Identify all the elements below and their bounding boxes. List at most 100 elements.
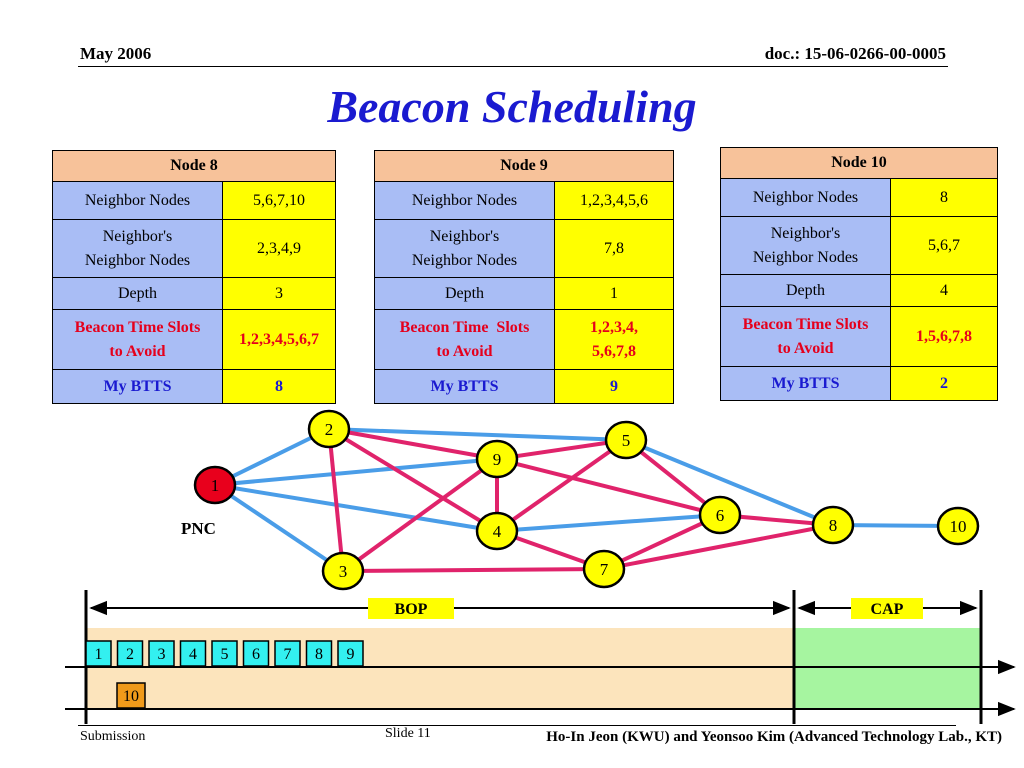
slot-1-label: 1: [95, 646, 103, 663]
node-7-circle: [582, 549, 626, 589]
node-3-label: 3: [339, 562, 348, 581]
red-edge-3-7: [342, 567, 605, 573]
my-btts-value: 8: [222, 369, 336, 404]
red-edge-2-9: [328, 427, 498, 461]
slots-to-avoid-value: 1,2,3,4,5,6,7: [222, 309, 336, 370]
node-8-circle: [811, 505, 855, 545]
depth-value: 4: [890, 274, 998, 307]
node-1-label: 1: [211, 476, 220, 495]
node-10-label: 10: [950, 517, 967, 536]
header-doc-id: doc.: 15-06-0266-00-0005: [764, 44, 946, 63]
red-edge-9-5: [496, 438, 627, 461]
slot-3-label: 3: [158, 646, 166, 663]
blue-edge-1-4: [214, 483, 498, 533]
slot-10-box: [116, 682, 146, 709]
footer-submission: Submission: [80, 729, 146, 744]
blue-edge-2-5: [328, 427, 627, 442]
slot-9-box: [337, 640, 364, 667]
footer-slide-number: Slide 11: [385, 726, 431, 741]
node-5-label: 5: [622, 431, 631, 450]
neighbor-nodes-label: Neighbor Nodes: [52, 181, 223, 220]
node-8-title: Node 8: [52, 150, 336, 182]
footer-rule: [78, 725, 956, 726]
red-edge-2-3: [327, 428, 345, 572]
slot-4-box: [179, 640, 207, 667]
bop-label: BOP: [395, 601, 428, 618]
node-1-circle: [193, 465, 237, 505]
depth-label: Depth: [720, 274, 891, 307]
bop-label-box: [368, 598, 454, 619]
red-edge-7-6: [603, 513, 721, 571]
depth-value: 1: [554, 277, 674, 310]
slide-title: Beacon Scheduling: [327, 81, 697, 132]
node-8-label: 8: [829, 516, 838, 535]
node-6-circle: [698, 495, 742, 535]
slot-9-label: 9: [347, 646, 355, 663]
depth-label: Depth: [374, 277, 555, 310]
node-3-circle: [321, 551, 365, 591]
neighbor-nodes-value: 1,2,3,4,5,6: [554, 181, 674, 220]
node-4-label: 4: [493, 522, 502, 541]
slot-4-label: 4: [189, 646, 197, 663]
graph-edges: [213, 427, 959, 573]
cap-label: CAP: [871, 601, 904, 618]
red-edge-9-6: [496, 457, 721, 517]
header-date: May 2006: [80, 44, 152, 63]
slot-1-box: [85, 640, 112, 667]
slot-6-label: 6: [252, 646, 260, 663]
blue-edge-1-9: [214, 457, 498, 487]
my-btts-value: 2: [890, 366, 998, 401]
depth-value: 3: [222, 277, 336, 310]
my-btts-label: My BTTS: [374, 369, 555, 404]
node-4-circle: [475, 511, 519, 551]
node-7-label: 7: [600, 560, 609, 579]
cap-label-box: [851, 598, 923, 619]
slot-2-box: [116, 640, 144, 667]
cap-region: [794, 628, 981, 710]
slot-6-box: [242, 640, 270, 667]
pnc-label: PNC: [181, 519, 216, 538]
node-5-circle: [604, 420, 648, 460]
slot-8-box: [305, 640, 333, 667]
node-2-circle: [307, 409, 351, 449]
red-edge-7-8: [603, 523, 834, 571]
node-9-circle: [475, 439, 519, 479]
slot-8-label: 8: [315, 646, 323, 663]
node-9-label: 9: [493, 450, 502, 469]
slot-2-label: 2: [126, 646, 134, 663]
blue-edge-4-6: [496, 513, 721, 533]
my-btts-value: 9: [554, 369, 674, 404]
neighbor-nodes-value: 5,6,7,10: [222, 181, 336, 220]
header-rule: [78, 66, 948, 67]
my-btts-label: My BTTS: [52, 369, 223, 404]
depth-label: Depth: [52, 277, 223, 310]
blue-edge-1-3: [213, 483, 345, 573]
red-edge-5-4: [495, 438, 628, 533]
neighbor-nodes-label: Neighbor Nodes: [720, 178, 891, 217]
node-10-circle: [936, 506, 980, 546]
slot-7-box: [274, 640, 301, 667]
slot-10-label: 10: [123, 688, 139, 705]
slot-5-box: [211, 640, 238, 667]
blue-edge-5-8: [625, 438, 834, 527]
red-edge-9-3: [341, 457, 499, 573]
footer-authors: Ho-In Jeon (KWU) and Yeonsoo Kim (Advanc…: [546, 729, 1002, 745]
node-6-label: 6: [716, 506, 725, 525]
blue-edge-1-2: [214, 427, 330, 487]
neighbor-nodes-value: 8: [890, 178, 998, 217]
slot-7-label: 7: [284, 646, 292, 663]
red-edge-2-4: [327, 427, 499, 533]
